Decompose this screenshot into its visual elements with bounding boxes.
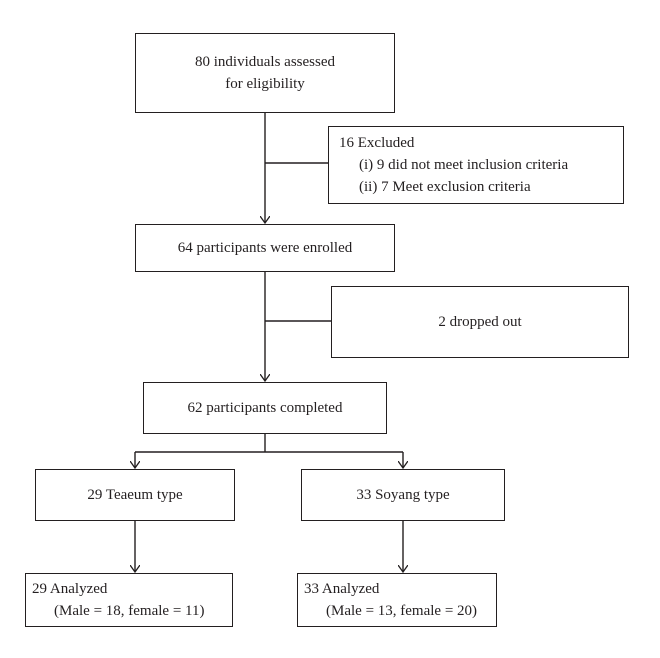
enrolled-text: 64 participants were enrolled (177, 240, 353, 256)
soyang-analyzed-box: 33 Analyzed (Male = 13, female = 20) (297, 573, 497, 627)
soyang-analyzed-detail: (Male = 13, female = 20) (326, 603, 478, 619)
excluded-item-1: (i) 9 did not meet inclusion criteria (359, 157, 569, 173)
dropped-box: 2 dropped out (331, 286, 629, 358)
taeeum-type-box: 29 Teaeum type (35, 469, 235, 521)
excluded-title: 16 Excluded (339, 135, 415, 151)
taeeum-type-text: 29 Teaeum type (87, 487, 183, 503)
excluded-box: 16 Excluded (i) 9 did not meet inclusion… (328, 126, 624, 204)
completed-text: 62 participants completed (187, 400, 343, 416)
soyang-analyzed-text: 33 Analyzed (304, 581, 380, 597)
assessed-box: 80 individuals assessed for eligibility (135, 33, 395, 113)
dropped-text: 2 dropped out (438, 314, 522, 330)
enrolled-box: 64 participants were enrolled (135, 224, 395, 272)
assessed-line2: for eligibility (225, 76, 305, 92)
taeeum-analyzed-detail: (Male = 18, female = 11) (54, 603, 205, 619)
completed-box: 62 participants completed (143, 382, 387, 434)
taeeum-analyzed-box: 29 Analyzed (Male = 18, female = 11) (25, 573, 233, 627)
soyang-type-text: 33 Soyang type (356, 487, 450, 503)
soyang-type-box: 33 Soyang type (301, 469, 505, 521)
taeeum-analyzed-text: 29 Analyzed (32, 581, 108, 597)
assessed-line1: 80 individuals assessed (195, 54, 335, 70)
excluded-item-2: (ii) 7 Meet exclusion criteria (359, 179, 531, 195)
